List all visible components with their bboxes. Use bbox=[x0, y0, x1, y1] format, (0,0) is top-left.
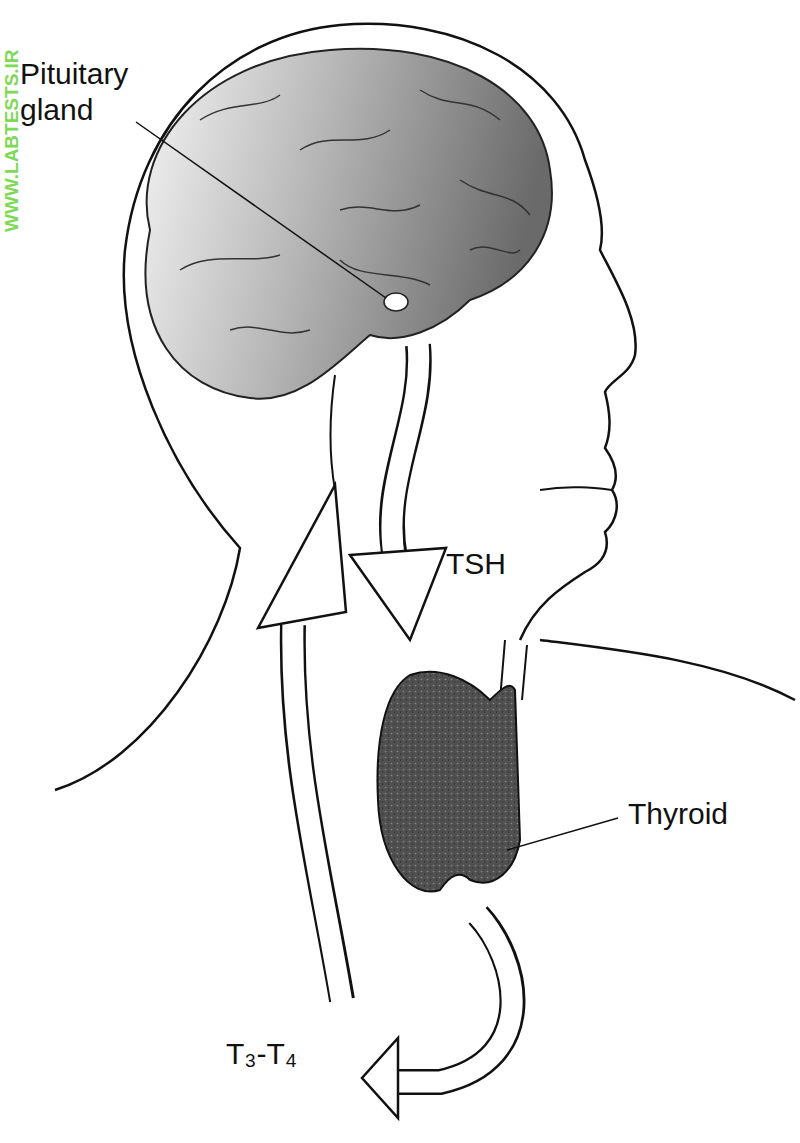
feedback-arrow bbox=[258, 485, 346, 1003]
part-label: Thyroid bbox=[628, 796, 728, 832]
hormone-arrow bbox=[362, 913, 512, 1118]
brain bbox=[146, 49, 552, 399]
hormone-label: T₃-T₄ bbox=[226, 1036, 297, 1072]
jaw-line bbox=[330, 375, 335, 490]
part-label: Pituitary gland bbox=[20, 56, 170, 128]
leader-line bbox=[136, 122, 386, 298]
head-outline bbox=[55, 24, 636, 790]
leader-line bbox=[507, 818, 618, 850]
hormone-label: TSH bbox=[446, 546, 506, 582]
brain-gyri bbox=[180, 90, 530, 333]
tsh-arrow bbox=[350, 343, 446, 640]
thyroid-gland bbox=[377, 672, 520, 892]
lip-line bbox=[540, 487, 612, 490]
pituitary-gland bbox=[384, 293, 408, 311]
shoulder-line bbox=[540, 640, 795, 700]
watermark: WWW.LABTESTS.IR bbox=[2, 49, 23, 232]
